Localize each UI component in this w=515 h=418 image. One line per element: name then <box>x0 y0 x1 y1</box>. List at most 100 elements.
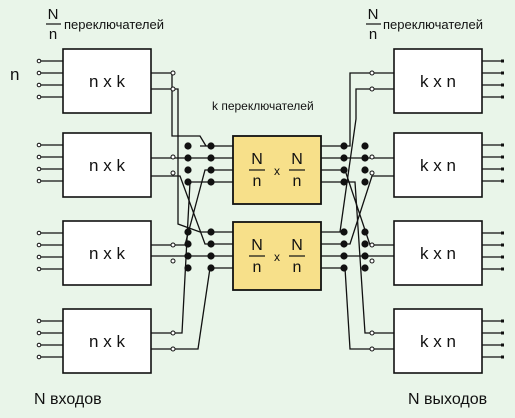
input-switch <box>62 48 152 114</box>
interstage-wire <box>321 72 394 147</box>
stage-terminal <box>369 170 375 176</box>
stage-terminal <box>170 258 176 264</box>
output-switch <box>393 132 483 198</box>
stage-terminal <box>369 70 375 76</box>
stage-terminal <box>369 258 375 264</box>
output-terminal <box>501 267 504 271</box>
stage-terminal <box>369 154 375 160</box>
input-switch-label: n x k <box>89 156 125 175</box>
junction-dot <box>361 178 369 186</box>
junction-dot <box>361 142 369 150</box>
output-terminal <box>501 179 504 183</box>
junction-dot <box>207 264 215 272</box>
junction-dot <box>340 142 348 150</box>
output-terminal <box>501 255 504 259</box>
output-switch-label: k x n <box>420 332 456 351</box>
output-terminal <box>501 343 504 347</box>
output-terminal <box>501 95 504 99</box>
output-switch <box>393 220 483 286</box>
junction-dot <box>340 154 348 162</box>
junction-dot <box>340 166 348 174</box>
input-switch-label: n x k <box>89 244 125 263</box>
junction-dot <box>361 240 369 248</box>
middle-fraction-numerator: N <box>291 237 303 254</box>
input-terminal <box>36 94 42 100</box>
output-terminal <box>501 71 504 75</box>
left-fraction-numerator: N <box>48 6 59 23</box>
interstage-wire <box>321 175 394 245</box>
left-fraction-denominator: n <box>49 26 57 43</box>
right-fraction-numerator: N <box>368 6 379 23</box>
junction-dot <box>184 228 192 236</box>
output-terminal <box>501 231 504 235</box>
interstage-wire <box>321 88 394 233</box>
junction-dot <box>361 154 369 162</box>
junction-dots <box>36 58 504 360</box>
input-terminal <box>36 354 42 360</box>
input-terminal <box>36 154 42 160</box>
left-switches-label: переключателей <box>64 17 164 32</box>
output-terminal <box>501 319 504 323</box>
stage-terminal <box>170 330 176 336</box>
interstage-wire <box>321 267 394 350</box>
output-terminal <box>501 167 504 171</box>
n-label: n <box>10 65 19 84</box>
output-terminal <box>501 83 504 87</box>
n-outputs-label: N выходов <box>408 391 487 408</box>
right-switches-label: переключателей <box>383 17 483 32</box>
junction-dot <box>184 178 192 186</box>
interstage-wire <box>151 175 233 245</box>
stage-terminal <box>170 346 176 352</box>
junction-dot <box>184 264 192 272</box>
middle-fraction-denominator: n <box>293 259 302 276</box>
junction-dot <box>340 178 348 186</box>
junction-dot <box>207 240 215 248</box>
output-switch-label: k x n <box>420 156 456 175</box>
interstage-wire <box>151 181 233 334</box>
input-terminal <box>36 70 42 76</box>
junction-dot <box>361 252 369 260</box>
input-terminal <box>36 254 42 260</box>
middle-fraction-denominator: n <box>253 259 262 276</box>
n-inputs-label: N входов <box>34 391 102 408</box>
output-terminal <box>501 155 504 159</box>
input-switch-label: n x k <box>89 72 125 91</box>
input-terminal <box>36 242 42 248</box>
middle-fraction-numerator: N <box>251 237 263 254</box>
input-terminal <box>36 58 42 64</box>
junction-dot <box>361 166 369 174</box>
input-terminal <box>36 178 42 184</box>
input-switch <box>62 220 152 286</box>
input-terminal <box>36 230 42 236</box>
junction-dot <box>340 264 348 272</box>
interstage-wire <box>151 169 233 246</box>
stage-terminal <box>369 330 375 336</box>
stage-terminal <box>170 242 176 248</box>
junction-dot <box>207 142 215 150</box>
interstage-wire <box>321 181 394 334</box>
interstage-wire <box>321 169 394 246</box>
junction-dot <box>361 228 369 236</box>
junction-dot <box>184 142 192 150</box>
middle-times-sign: x <box>274 250 280 264</box>
junction-dot <box>340 228 348 236</box>
output-terminal <box>501 143 504 147</box>
middle-fraction-numerator: N <box>291 151 303 168</box>
input-terminal <box>36 330 42 336</box>
junction-dot <box>207 166 215 174</box>
junction-dot <box>184 154 192 162</box>
output-switch <box>393 308 483 374</box>
stage-terminal <box>369 86 375 92</box>
input-terminal <box>36 342 42 348</box>
interstage-wire <box>151 72 207 147</box>
input-terminal <box>36 166 42 172</box>
stage-terminal <box>170 86 176 92</box>
input-switch <box>62 132 152 198</box>
k-switches-label: k переключателей <box>212 99 314 113</box>
input-terminal <box>36 266 42 272</box>
input-terminal <box>36 142 42 148</box>
output-switch <box>393 48 483 114</box>
